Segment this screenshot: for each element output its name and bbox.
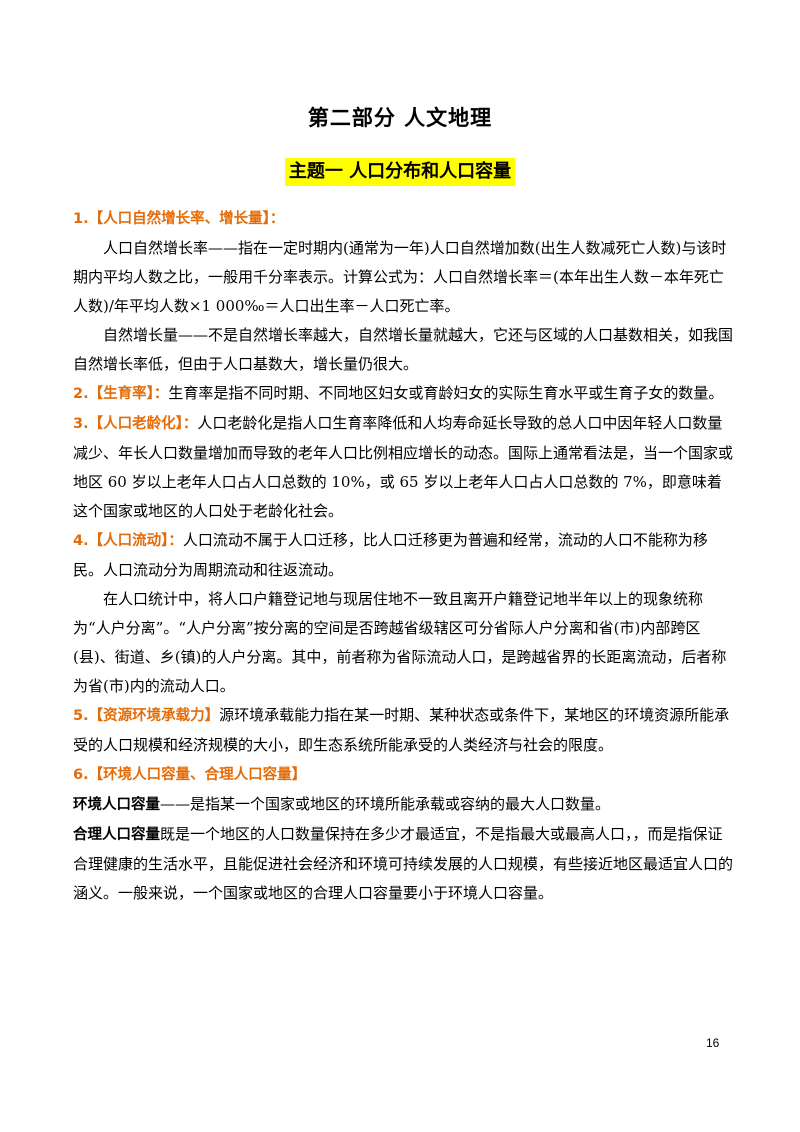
document-body: 1.【人口自然增长率、增长量】： 人口自然增长率——指在一定时期内(通常为一年)… [73, 204, 733, 908]
section-2-text: 生育率是指不同时期、不同地区妇女或育龄妇女的实际生育水平或生育子女的数量。 [168, 384, 724, 402]
section-4-text: 人口流动不属于人口迁移，比人口迁移更为普遍和经常，流动的人口不能称为移民。人口流… [73, 531, 708, 579]
rational-capacity-text: 既是一个地区的人口数量保持在多少才最适宜，不是指最大或最高人口，，而是指保证合理… [73, 825, 734, 902]
page-number: 16 [706, 1036, 720, 1050]
section-3: 3.【人口老龄化】：人口老龄化是指人口生育率降低和人均寿命延长导致的总人口中因年… [73, 409, 733, 526]
rational-capacity-term: 合理人口容量 [73, 827, 160, 843]
section-4: 4.【人口流动】：人口流动不属于人口迁移，比人口迁移更为普遍和经常，流动的人口不… [73, 526, 733, 585]
section-3-head: 3.【人口老龄化】： [73, 416, 198, 432]
topic-heading: 主题一 人口分布和人口容量 [284, 158, 516, 186]
section-6-head: 6.【环境人口容量、合理人口容量】 [73, 767, 307, 783]
env-capacity-term: 环境人口容量 [73, 797, 160, 813]
section-2-head: 2.【生育率】： [73, 386, 169, 402]
section-1-paragraph-1: 人口自然增长率——指在一定时期内(通常为一年)人口自然增加数(出生人数减死亡人数… [73, 239, 727, 315]
rational-capacity-definition: 合理人口容量既是一个地区的人口数量保持在多少才最适宜，不是指最大或最高人口，，而… [73, 820, 733, 908]
page-title: 第二部分 人文地理 [307, 106, 493, 130]
section-5-head: 5.【资源环境承载力】 [73, 708, 220, 724]
section-2: 2.【生育率】：生育率是指不同时期、不同地区妇女或育龄妇女的实际生育水平或生育子… [73, 379, 733, 409]
section-6-heading: 6.【环境人口容量、合理人口容量】 [73, 760, 733, 790]
env-capacity-definition: 环境人口容量——是指某一个国家或地区的环境所能承载或容纳的最大人口数量。 [73, 790, 733, 820]
section-1-paragraph-2: 自然增长量——不是自然增长率越大，自然增长量就越大，它还与区域的人口基数相关，如… [73, 326, 734, 373]
section-3-text: 人口老龄化是指人口生育率降低和人均寿命延长导致的总人口中因年轻人口数量减少、年长… [73, 414, 734, 520]
subtitle-container: 主题一 人口分布和人口容量 [0, 158, 800, 186]
section-4-head: 4.【人口流动】： [73, 533, 183, 549]
env-capacity-text: ——是指某一个国家或地区的环境所能承载或容纳的最大人口数量。 [160, 795, 611, 813]
section-5-text: 源环境承载能力指在某一时期、某种状态或条件下，某地区的环境资源所能承受的人口规模… [73, 706, 730, 754]
section-4-paragraph-2: 在人口统计中，将人口户籍登记地与现居住地不一致且离开户籍登记地半年以上的现象统称… [73, 590, 727, 695]
section-5: 5.【资源环境承载力】源环境承载能力指在某一时期、某种状态或条件下，某地区的环境… [73, 701, 733, 760]
section-1-head: 1.【人口自然增长率、增长量】： [73, 211, 285, 227]
section-1-heading: 1.【人口自然增长率、增长量】： [73, 204, 733, 234]
